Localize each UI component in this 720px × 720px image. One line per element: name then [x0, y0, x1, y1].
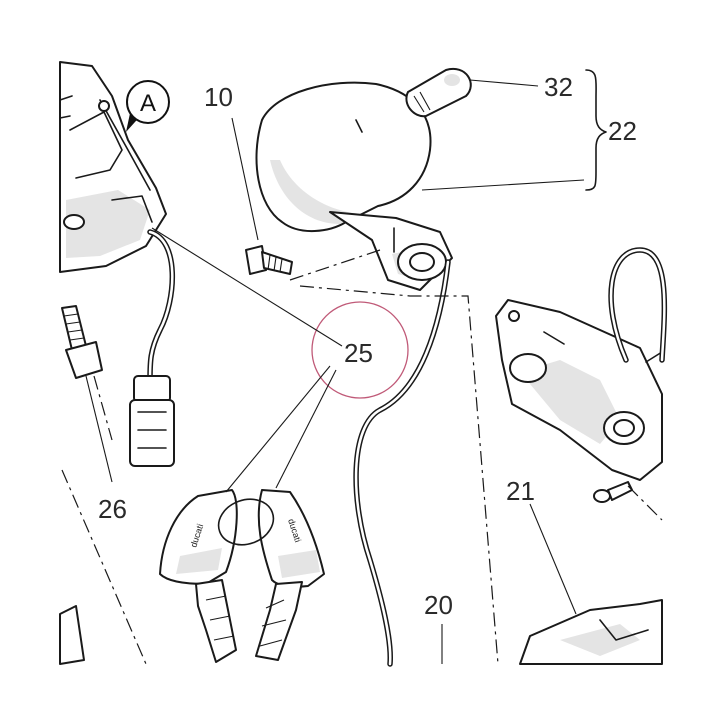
leaders-25 [151, 227, 343, 493]
callout-a-marker: A [126, 80, 170, 132]
label-21: 21 [506, 476, 535, 506]
ignition-key-pair: ducati ducati [159, 489, 325, 663]
highlight-circle [311, 301, 409, 399]
leader-10 [231, 117, 259, 241]
bracket-21 [519, 599, 663, 665]
callout-a-label: A [140, 90, 156, 117]
ignition-switch-body [59, 61, 167, 273]
label-32: 32 [544, 72, 573, 102]
bottom-left-fragment [59, 605, 85, 665]
label-26: 26 [98, 494, 127, 524]
mounting-plate [495, 247, 668, 481]
label-25: 25 [344, 338, 373, 368]
screw-26 [61, 305, 103, 379]
leader-21 [529, 503, 577, 615]
screw-10 [245, 245, 293, 275]
alignment-line-21 [627, 485, 663, 521]
leader-32 [469, 79, 539, 87]
lamp-wire [353, 259, 451, 667]
ignition-wire [147, 229, 175, 383]
label-22: 22 [608, 116, 637, 146]
label-10: 10 [204, 82, 233, 112]
label-20: 20 [424, 590, 453, 620]
turn-signal-lamp [255, 81, 453, 291]
wire-connector [129, 375, 175, 467]
bracket-22 [585, 69, 607, 191]
leader-26 [85, 375, 113, 483]
leader-22 [421, 179, 585, 191]
alignment-lines [61, 249, 499, 665]
bulb-32 [405, 67, 472, 118]
screw-21-small [593, 481, 633, 503]
